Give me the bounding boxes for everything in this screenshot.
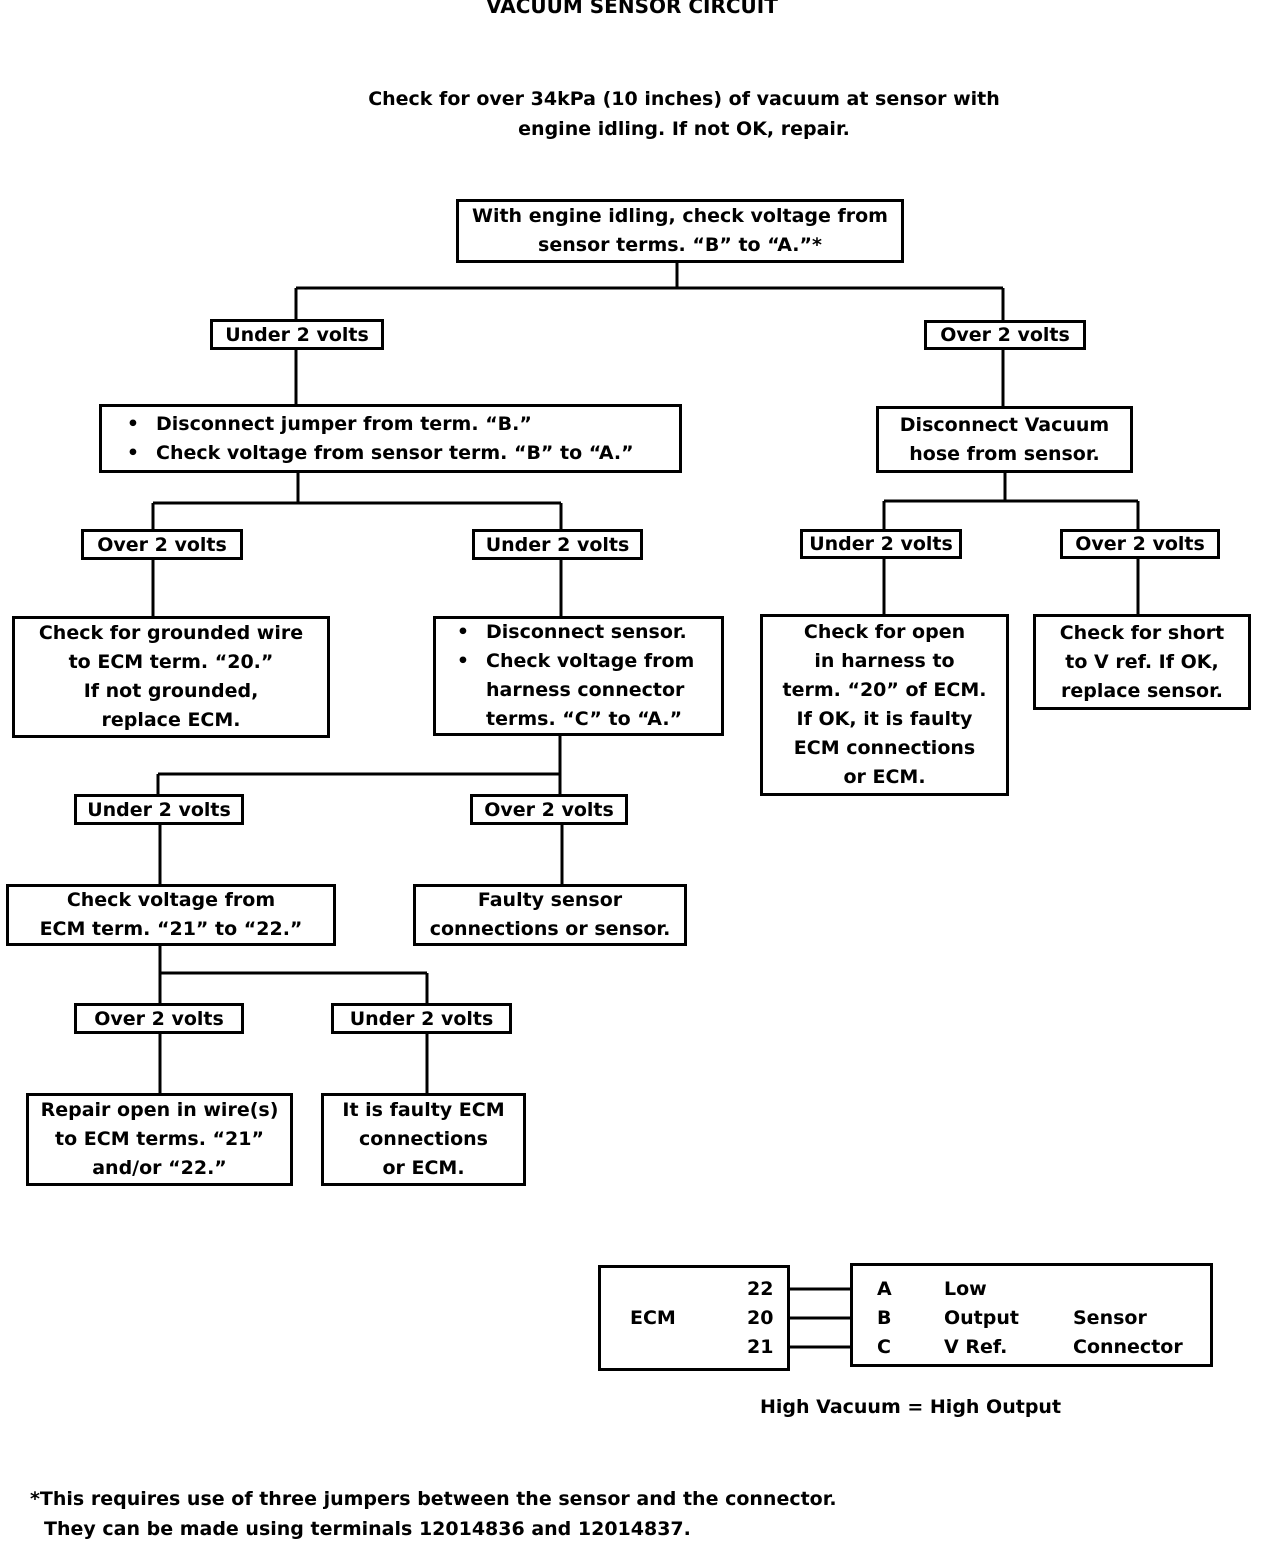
box-line: replace ECM. <box>101 709 241 731</box>
label-under-2-volts: Under 2 volts <box>210 319 384 350</box>
box-line: to ECM terms. “21” <box>55 1128 264 1150</box>
box-line: With engine idling, check voltage from <box>472 205 888 227</box>
label-over-2-volts: Over 2 volts <box>81 529 243 560</box>
box-line: to ECM term. “20.” <box>68 651 274 673</box>
bullet-continuation: terms. “C” to “A.” <box>486 708 683 730</box>
disconnect-vacuum-hose-box: Disconnect Vacuum hose from sensor. <box>876 406 1133 473</box>
bullet-icon: • <box>456 621 470 643</box>
disconnect-jumper-box: • Disconnect jumper from term. “B.” • Chec… <box>99 404 682 473</box>
bullet-text: Check voltage from <box>486 650 695 672</box>
box-line: ECM connections <box>793 737 976 759</box>
box-line: or ECM. <box>382 1157 465 1179</box>
box-line: connections or sensor. <box>429 918 671 940</box>
ecm-terminal: 22 <box>747 1278 774 1300</box>
box-line: in harness to <box>814 650 955 672</box>
bullet-text: Disconnect jumper from term. “B.” <box>156 412 532 435</box>
box-line: Check voltage from <box>66 889 276 911</box>
faulty-ecm-box: It is faulty ECM connections or ECM. <box>321 1093 526 1186</box>
box-line: to V ref. If OK, <box>1065 650 1219 673</box>
box-line: hose from sensor. <box>909 442 1100 465</box>
box-line: Check for short <box>1059 621 1225 644</box>
ecm-terminal: 20 <box>747 1307 774 1329</box>
check-ecm-terms-box: Check voltage from ECM term. “21” to “22… <box>6 884 336 946</box>
bullet-icon: • <box>126 412 140 435</box>
box-line: Repair open in wire(s) <box>40 1099 279 1121</box>
check-grounded-wire-box: Check for grounded wire to ECM term. “20… <box>12 616 330 738</box>
label-under-2-volts: Under 2 volts <box>472 529 643 560</box>
box-line: Check for grounded wire <box>38 622 304 644</box>
label-over-2-volts: Over 2 volts <box>74 1003 244 1034</box>
footnote-line: *This requires use of three jumpers betw… <box>30 1488 837 1510</box>
pin-function: Low <box>944 1278 987 1300</box>
page-title: VACUUM SENSOR CIRCUIT <box>486 0 778 18</box>
box-line: and/or “22.” <box>92 1157 227 1179</box>
box-line: Check for open <box>803 621 966 643</box>
bullet-text: Check voltage from sensor term. “B” to “… <box>156 441 634 464</box>
high-vacuum-note: High Vacuum = High Output <box>760 1396 1062 1418</box>
connector-label: Sensor <box>1073 1307 1147 1329</box>
box-line: ECM term. “21” to “22.” <box>39 918 303 940</box>
faulty-sensor-box: Faulty sensor connections or sensor. <box>413 884 687 946</box>
bullet-item: • Disconnect jumper from term. “B.” <box>120 410 532 439</box>
bullet-item: • Check voltage from <box>450 647 694 676</box>
sensor-connector-box <box>850 1263 1213 1367</box>
footnote: *This requires use of three jumpers betw… <box>30 1484 837 1544</box>
bullet-icon: • <box>456 650 470 672</box>
bullet-text: Disconnect sensor. <box>486 621 687 643</box>
box-line: It is faulty ECM <box>342 1099 505 1121</box>
bullet-icon: • <box>126 441 140 464</box>
ecm-label: ECM <box>630 1307 676 1329</box>
repair-open-box: Repair open in wire(s) to ECM terms. “21… <box>26 1093 293 1186</box>
intro-line: Check for over 34kPa (10 inches) of vacu… <box>368 88 1000 110</box>
label-over-2-volts: Over 2 volts <box>924 320 1086 350</box>
bullet-item: • Check voltage from sensor term. “B” to … <box>120 439 634 468</box>
disconnect-sensor-box: •Disconnect sensor. •Check voltage from … <box>433 616 724 736</box>
box-line: replace sensor. <box>1061 679 1223 702</box>
label-over-2-volts: Over 2 volts <box>470 794 628 825</box>
label-under-2-volts: Under 2 volts <box>74 794 244 825</box>
connector-pin: C <box>877 1336 891 1358</box>
box-line: If not grounded, <box>83 680 259 702</box>
intro-line: engine idling. If not OK, repair. <box>518 118 850 140</box>
box-line: sensor terms. “B” to “A.”* <box>538 234 822 256</box>
label-under-2-volts: Under 2 volts <box>800 529 962 559</box>
box-line: connections <box>358 1128 488 1150</box>
bullet-continuation: harness connector <box>486 679 685 701</box>
box-line: Disconnect Vacuum <box>899 413 1110 436</box>
ecm-box <box>598 1265 790 1371</box>
pin-function: Output <box>944 1307 1019 1329</box>
box-line: or ECM. <box>843 766 926 788</box>
connector-pin: B <box>877 1307 892 1329</box>
footnote-line: They can be made using terminals 1201483… <box>44 1518 691 1540</box>
check-open-harness-box: Check for open in harness to term. “20” … <box>760 614 1009 796</box>
connector-pin: A <box>877 1278 892 1300</box>
box-line: If OK, it is faulty <box>796 708 973 730</box>
intro-note: Check for over 34kPa (10 inches) of vacu… <box>300 84 1068 144</box>
connector-label: Connector <box>1073 1336 1183 1358</box>
pin-function: V Ref. <box>944 1336 1008 1358</box>
label-under-2-volts: Under 2 volts <box>331 1003 512 1034</box>
box-line: Faulty sensor <box>477 889 623 911</box>
bullet-item: • Disconnect sensor. <box>450 618 687 647</box>
box-line: term. “20” of ECM. <box>782 679 987 701</box>
root-check-box: With engine idling, check voltage from s… <box>456 199 904 263</box>
check-short-vref-box: Check for short to V ref. If OK, replace… <box>1033 614 1251 710</box>
ecm-terminal: 21 <box>747 1336 774 1358</box>
label-over-2-volts: Over 2 volts <box>1060 529 1220 559</box>
